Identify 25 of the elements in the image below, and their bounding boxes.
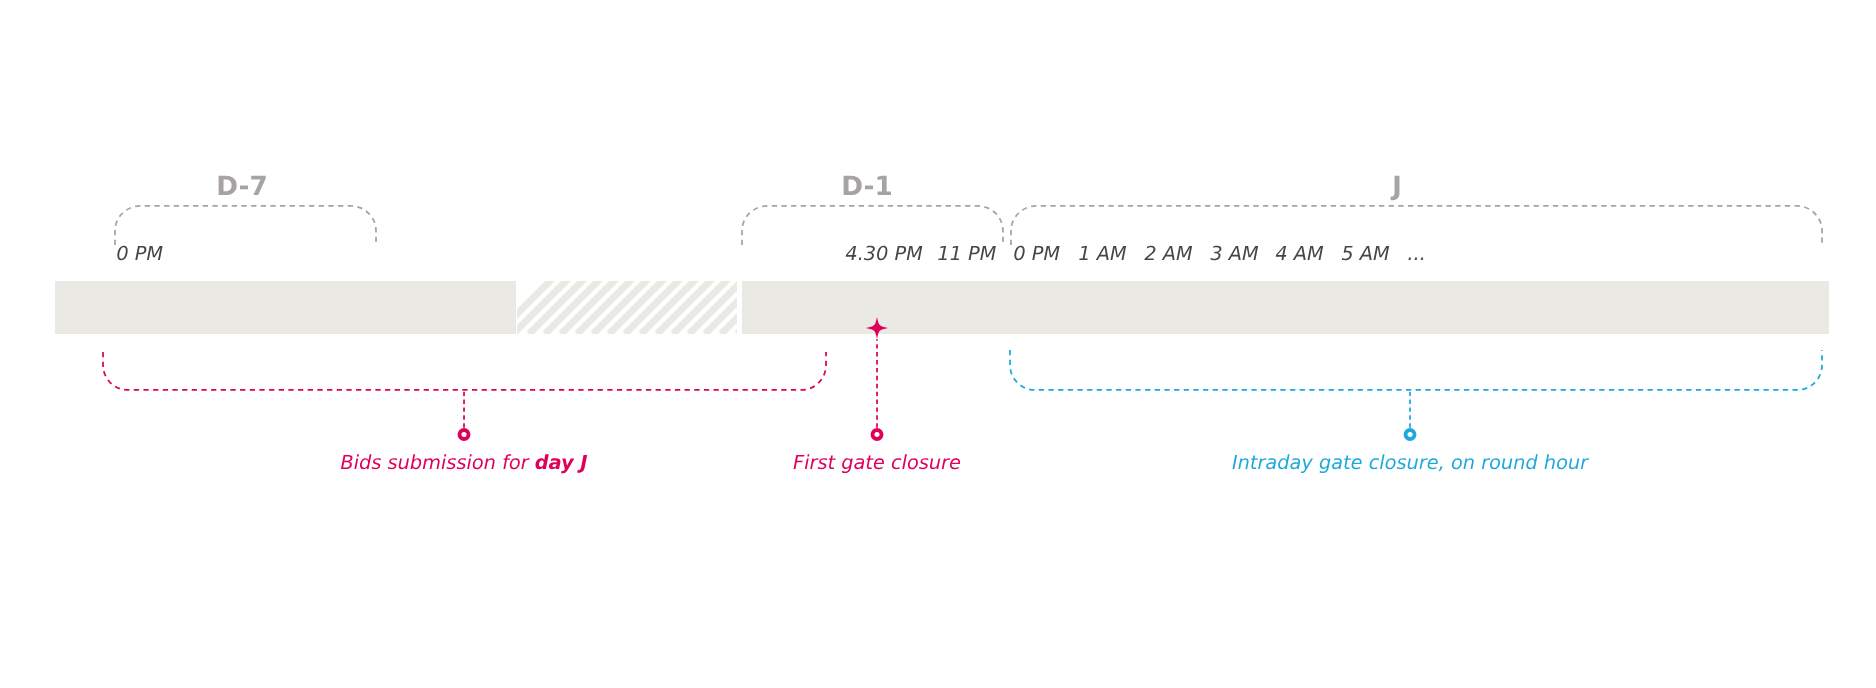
leader-line — [1409, 389, 1411, 429]
bracket — [1009, 349, 1823, 391]
time-label: 4.30 PM — [845, 245, 923, 261]
time-label: 5 AM — [1341, 245, 1390, 261]
node-label: Intraday gate closure, on round hour — [1232, 454, 1590, 474]
period-label: D-1 — [843, 175, 891, 195]
time-label: 11 PM — [938, 245, 996, 260]
period-label: J — [1390, 175, 1400, 201]
time-label: 2 AM — [1144, 245, 1193, 260]
bracket — [102, 351, 827, 391]
time-label: 1 AM — [1079, 245, 1127, 260]
leader-line — [463, 389, 465, 429]
time-label: 4 AM — [1275, 245, 1324, 260]
node-label: Bids submission for day J — [340, 454, 588, 474]
callout: Bids submission for day J — [340, 428, 588, 474]
leader-line — [876, 338, 878, 429]
time-label: 0 PM — [117, 245, 163, 261]
time-label: 3 AM — [1210, 245, 1259, 261]
star-marker — [866, 317, 888, 339]
callout: First gate closure — [793, 428, 961, 473]
time-label: 0 PM — [1014, 245, 1060, 261]
node-label: First gate closure — [793, 454, 961, 474]
time-label: ... — [1408, 257, 1424, 260]
period-label: D-7 — [218, 175, 266, 195]
callout: Intraday gate closure, on round hour — [1232, 428, 1590, 473]
